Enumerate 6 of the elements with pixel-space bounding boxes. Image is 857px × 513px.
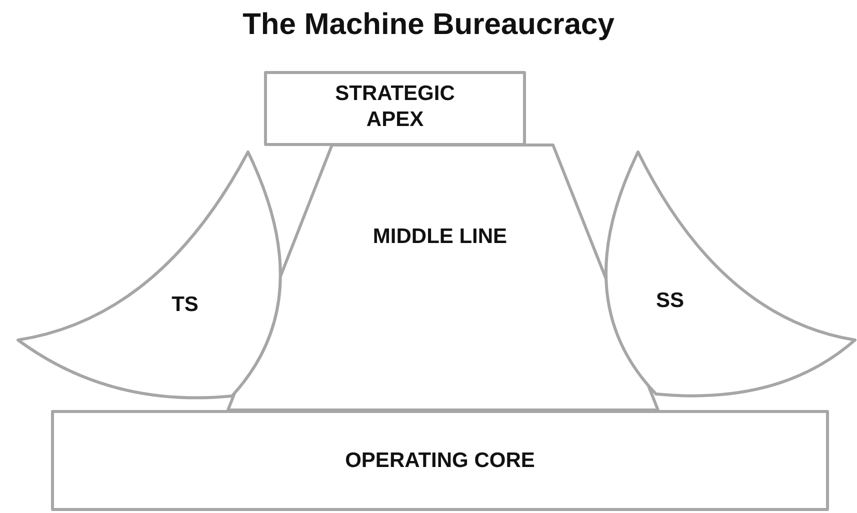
shape-label: STRATEGIC APEX (334, 81, 456, 133)
shape-label: MIDDLE LINE (372, 224, 508, 250)
shape-label: TS (170, 292, 200, 318)
diagram-title: The Machine Bureaucracy (242, 8, 614, 42)
shape-label: SS (654, 288, 685, 314)
shape-label: OPERATING CORE (344, 448, 536, 474)
